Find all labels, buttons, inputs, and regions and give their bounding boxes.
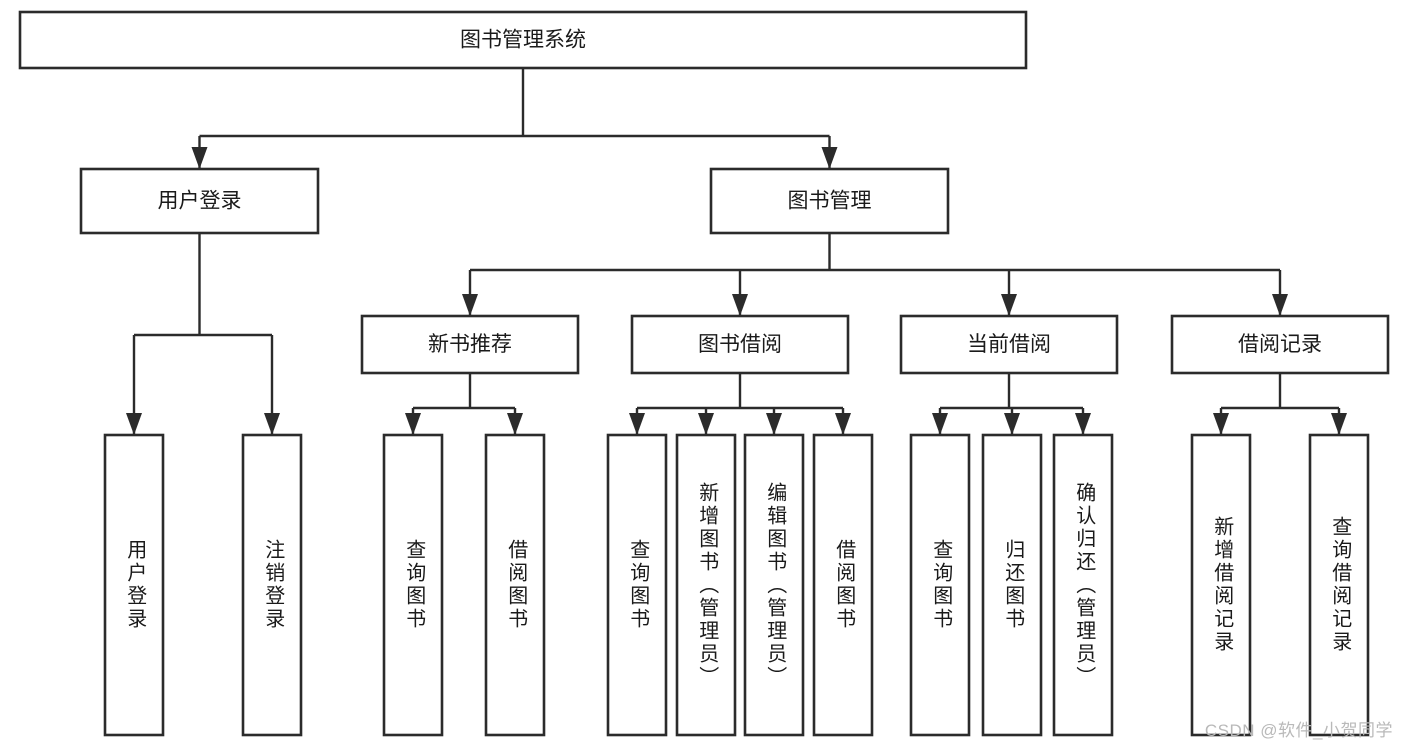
node-label: 图书管理 [788,190,872,213]
connector-lines [126,68,1347,435]
node-current-borrow[interactable]: 当前借阅 [899,314,1119,375]
watermark-text: CSDN @软件_小贺同学 [1204,721,1393,740]
node-leaf-logout[interactable] [241,433,303,737]
node-box [1052,433,1114,737]
node-box [709,167,950,235]
arrow-head-icon [264,413,280,435]
arrow-head-icon [1213,413,1229,435]
node-leaf-query-book-3[interactable] [909,433,971,737]
node-box [241,433,303,737]
node-box [812,433,874,737]
arrow-head-icon [507,413,523,435]
node-box [909,433,971,737]
node-book-borrow[interactable]: 图书借阅 [630,314,850,375]
node-box [675,433,737,737]
node-leaf-add-book[interactable] [675,433,737,737]
arrow-head-icon [835,413,851,435]
node-label: 当前借阅 [967,333,1051,356]
node-box [606,433,668,737]
node-leaf-confirm-return[interactable] [1052,433,1114,737]
arrow-head-icon [126,413,142,435]
node-box [484,433,546,737]
arrow-head-icon [1272,294,1288,316]
node-box [18,10,1028,70]
node-leaf-edit-book[interactable] [743,433,805,737]
node-leaf-query-book-1[interactable] [382,433,444,737]
node-label: 图书借阅 [698,333,782,356]
node-label: 图书管理系统 [460,29,586,52]
node-box [1308,433,1370,737]
node-box [1190,433,1252,737]
node-undefined[interactable]: 图书管理系统 [18,10,1028,70]
node-borrow-record[interactable]: 借阅记录 [1170,314,1390,375]
node-leaf-borrow-book-2[interactable] [812,433,874,737]
node-box [360,314,580,375]
node-box [103,433,165,737]
arrow-head-icon [405,413,421,435]
arrow-head-icon [932,413,948,435]
arrow-head-icon [462,294,478,316]
node-box [899,314,1119,375]
arrow-head-icon [698,413,714,435]
node-leaf-user-login[interactable] [103,433,165,737]
node-new-book-recommend[interactable]: 新书推荐 [360,314,580,375]
node-box [382,433,444,737]
node-leaf-query-record[interactable] [1308,433,1370,737]
node-box [630,314,850,375]
arrow-head-icon [629,413,645,435]
node-label: 新书推荐 [428,333,512,356]
arrow-head-icon [821,147,838,169]
arrow-head-icon [1075,413,1091,435]
arrow-head-icon [732,294,748,316]
arrow-head-icon [1004,413,1020,435]
node-box [79,167,320,235]
node-box [981,433,1043,737]
arrow-head-icon [1001,294,1017,316]
node-user-login[interactable]: 用户登录 [79,167,320,235]
node-box [1170,314,1390,375]
node-book-manage[interactable]: 图书管理 [709,167,950,235]
node-label: 用户登录 [158,190,242,213]
node-box [743,433,805,737]
node-leaf-add-record[interactable] [1190,433,1252,737]
node-leaf-query-book-2[interactable] [606,433,668,737]
arrow-head-icon [1331,413,1347,435]
node-leaf-borrow-book-1[interactable] [484,433,546,737]
arrow-head-icon [191,147,208,169]
node-leaf-return-book[interactable] [981,433,1043,737]
node-label: 借阅记录 [1238,333,1322,356]
arrow-head-icon [766,413,782,435]
